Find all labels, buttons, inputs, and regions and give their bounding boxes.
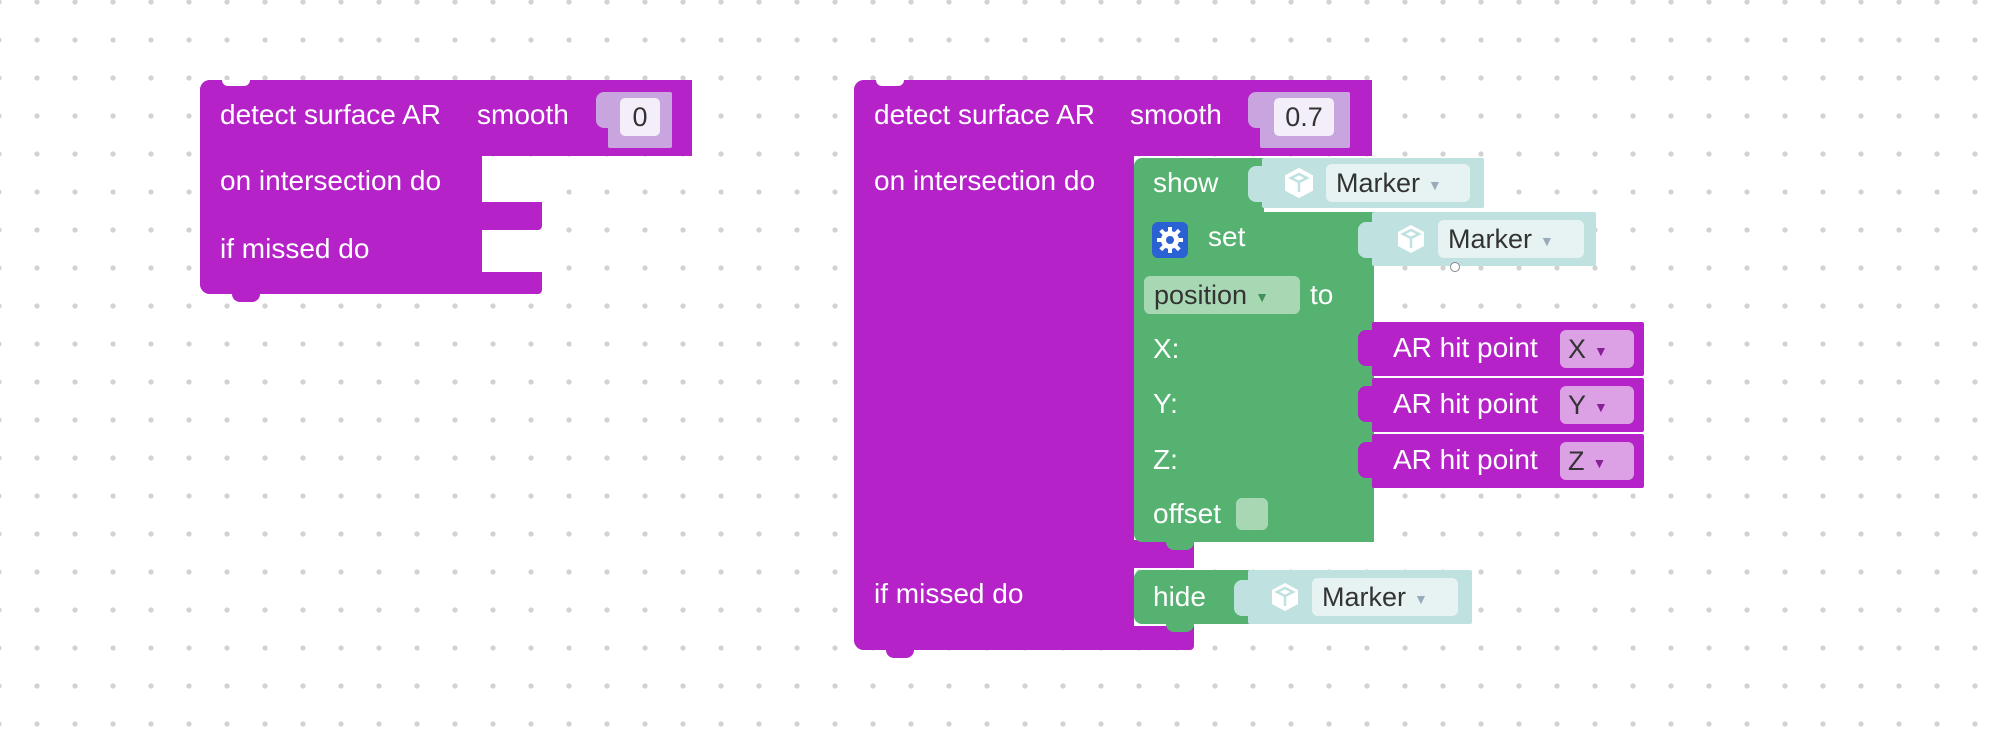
block1-smooth-label: smooth <box>477 99 569 130</box>
block1-missed-slot[interactable] <box>482 230 542 272</box>
block2-intersection-label: on intersection do <box>874 165 1096 196</box>
cube-icon <box>1268 580 1302 614</box>
cube-icon <box>1282 166 1316 200</box>
block1-smooth-socket <box>596 92 610 128</box>
hit-point-x-dropdown[interactable]: X▼ <box>1560 330 1634 368</box>
hit-point-y-axis: Y <box>1568 390 1587 420</box>
to-label: to <box>1310 279 1334 310</box>
block1-spine <box>200 80 482 294</box>
set-block[interactable] <box>1134 212 1374 542</box>
show-model-socket <box>1248 166 1264 202</box>
block2-bottom-bar <box>854 626 1194 650</box>
block1-bottom-bar <box>200 272 542 294</box>
hit-point-x-label: AR hit point <box>1393 332 1538 363</box>
gear-icon <box>1157 227 1183 253</box>
show-block[interactable] <box>1134 158 1264 212</box>
show-model-value: Marker <box>1336 168 1421 198</box>
block2-title: detect surface AR <box>874 99 1096 130</box>
resize-handle[interactable] <box>1450 262 1460 272</box>
property-dropdown[interactable]: position ▼ <box>1144 276 1300 314</box>
set-model-dropdown[interactable]: Marker ▼ <box>1438 220 1584 258</box>
caret-down-icon: ▼ <box>1594 342 1608 359</box>
caret-down-icon: ▼ <box>1594 398 1608 415</box>
set-label: set <box>1208 221 1246 252</box>
block2-missed-label: if missed do <box>874 578 1024 609</box>
show-label: show <box>1153 167 1219 198</box>
block2-smooth-socket <box>1248 92 1262 128</box>
caret-down-icon: ▼ <box>1414 590 1428 607</box>
caret-down-icon: ▼ <box>1255 288 1269 305</box>
block2-smooth-input[interactable]: 0.7 <box>1274 98 1334 136</box>
hit-point-z-axis: Z <box>1568 446 1585 476</box>
hit-point-y-socket <box>1358 386 1374 422</box>
block1-slot1-lip <box>482 202 542 230</box>
hide-block-bottom-tab <box>1166 622 1194 632</box>
hide-model-socket <box>1234 580 1250 616</box>
property-value: position <box>1154 280 1248 310</box>
offset-label: offset <box>1153 498 1221 529</box>
hit-point-x-socket <box>1358 330 1374 366</box>
set-block-bottom-tab <box>1166 540 1194 550</box>
block2-bottom-tab <box>886 648 914 658</box>
block2-smooth-label: smooth <box>1130 99 1222 130</box>
hit-point-y-label: AR hit point <box>1393 388 1538 419</box>
hit-point-y-dropdown[interactable]: Y▼ <box>1560 386 1634 424</box>
hide-model-value: Marker <box>1322 582 1407 612</box>
hit-point-x-axis: X <box>1568 334 1587 364</box>
hide-model-dropdown[interactable]: Marker ▼ <box>1312 578 1458 616</box>
hit-point-z-dropdown[interactable]: Z▼ <box>1560 442 1634 480</box>
block1-smooth-input[interactable]: 0 <box>620 98 660 136</box>
set-model-value: Marker <box>1448 224 1533 254</box>
hide-block[interactable] <box>1134 570 1250 624</box>
hide-label: hide <box>1153 581 1206 612</box>
block1-title: detect surface AR <box>220 99 442 130</box>
offset-checkbox[interactable] <box>1236 498 1268 530</box>
block1-bottom-tab <box>232 292 260 302</box>
y-label: Y: <box>1153 388 1178 419</box>
set-gear-button[interactable] <box>1152 222 1188 258</box>
block1-intersection-slot[interactable] <box>482 160 542 202</box>
block2-top-notch <box>876 80 904 86</box>
block2-spine <box>854 80 1134 650</box>
set-model-socket <box>1358 222 1374 258</box>
hit-point-z-socket <box>1358 442 1374 478</box>
show-model-dropdown[interactable]: Marker ▼ <box>1326 164 1470 202</box>
block1-top-notch <box>222 80 250 86</box>
hit-point-z-label: AR hit point <box>1393 444 1538 475</box>
caret-down-icon: ▼ <box>1540 232 1554 249</box>
z-label: Z: <box>1153 444 1178 475</box>
cube-icon <box>1394 222 1428 256</box>
caret-down-icon: ▼ <box>1592 454 1607 471</box>
caret-down-icon: ▼ <box>1428 176 1442 193</box>
block1-missed-label: if missed do <box>220 233 370 264</box>
x-label: X: <box>1153 333 1180 364</box>
block1-intersection-label: on intersection do <box>220 165 442 196</box>
